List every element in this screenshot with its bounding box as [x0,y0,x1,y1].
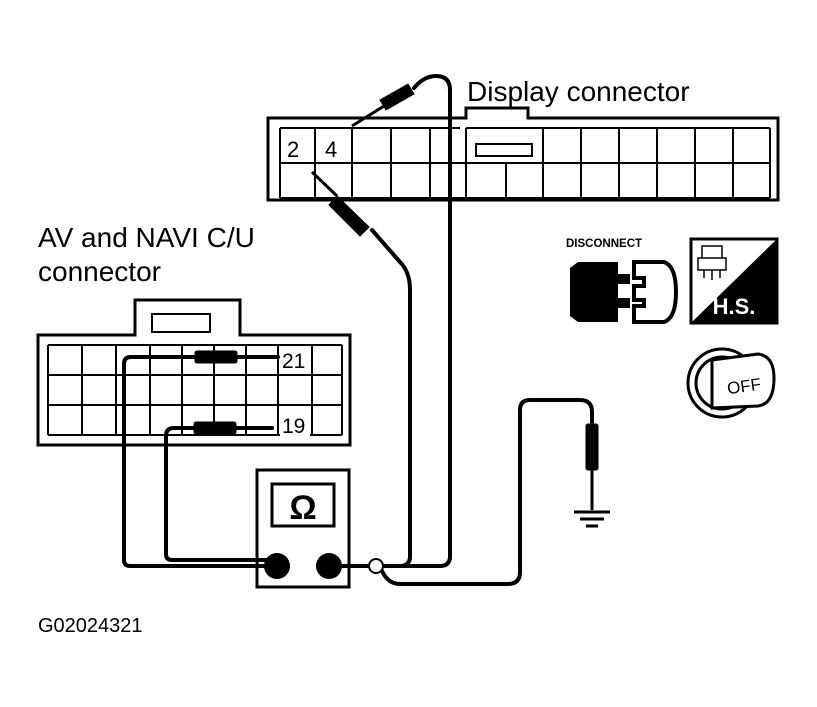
off-label: OFF [726,375,762,399]
display-connector [266,106,780,202]
disconnect-label: DISCONNECT [566,238,642,250]
av-navi-label-line1: AV and NAVI C/U [38,222,255,253]
figure-id: G02024321 [38,615,143,637]
meter-terminal-right [316,553,342,579]
display-pin-2: 2 [287,137,299,162]
ground-symbol-icon [574,510,610,528]
meter-terminal-left [264,553,290,579]
wires [122,74,594,586]
ignition-key-off-icon [686,347,776,419]
ohmmeter [255,468,351,589]
av-pin-19: 19 [282,415,305,438]
harness-side-icon [689,237,779,325]
ohm-symbol: Ω [289,489,316,527]
probes [193,83,599,510]
display-pin-4: 4 [325,137,337,162]
disconnect-connector-icon [570,260,679,324]
wire-junction [368,558,384,574]
av-navi-connector [36,298,352,447]
hs-label: H.S. [713,294,756,319]
av-navi-label-line2: connector [38,256,161,287]
display-connector-label: Display connector [467,76,690,107]
av-pin-21: 21 [282,350,305,373]
